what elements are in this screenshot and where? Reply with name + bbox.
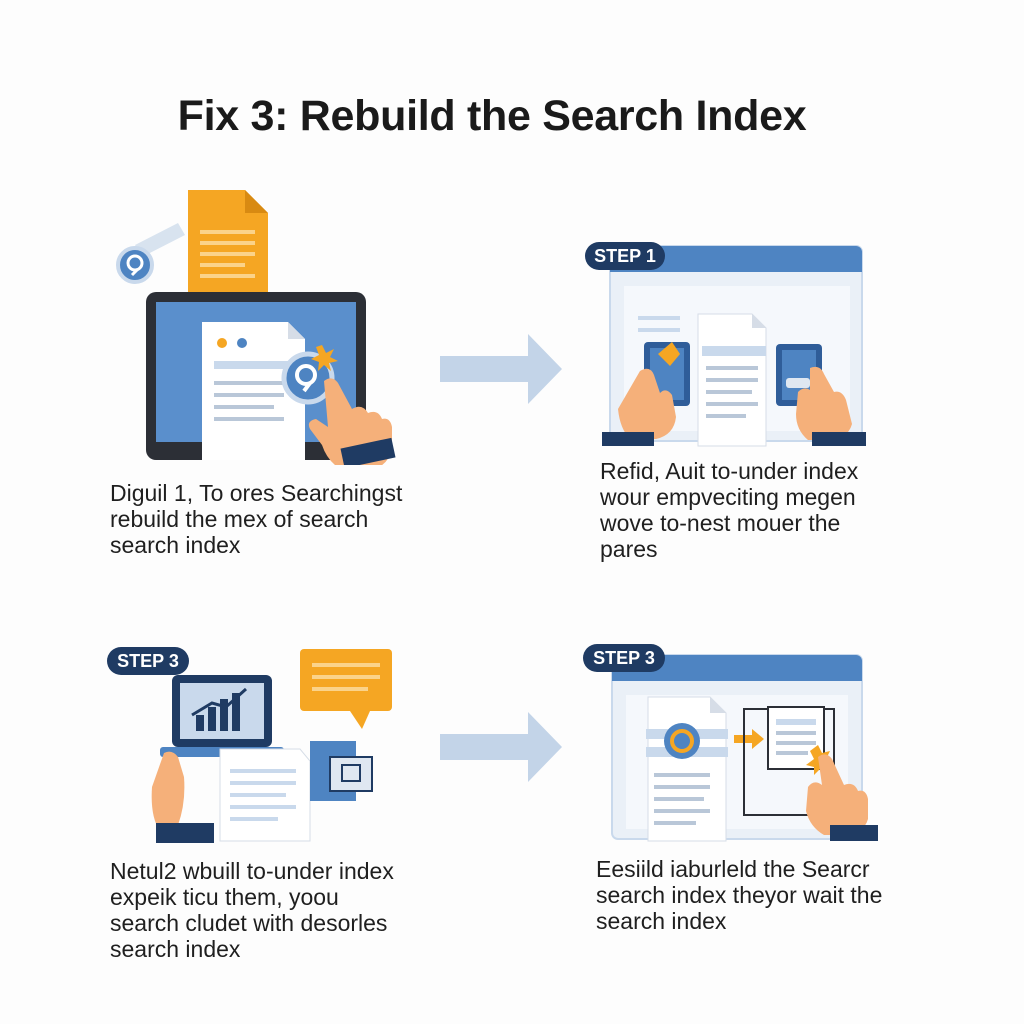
caption-line: pares bbox=[600, 536, 658, 562]
pointing-hand-icon bbox=[308, 378, 396, 465]
caption-line: wour empveciting megen bbox=[600, 484, 856, 510]
index-window-illustration bbox=[611, 654, 878, 842]
caption-line: Refid, Auit to-under index bbox=[600, 458, 859, 484]
step-badge: STEP 3 bbox=[107, 647, 189, 675]
document-icon bbox=[219, 748, 311, 842]
caption-line: wove to-nest mouer the bbox=[600, 510, 841, 536]
step-bottom-left-caption: Netul2 wbuill to-under index expeik ticu… bbox=[110, 858, 394, 962]
step-badge: STEP 3 bbox=[583, 644, 665, 672]
orange-document-icon bbox=[188, 190, 268, 300]
caption-line: search index bbox=[110, 936, 241, 962]
web-page-icon bbox=[202, 322, 305, 460]
monitor-search-illustration bbox=[116, 190, 396, 465]
step-badge: STEP 1 bbox=[585, 242, 665, 270]
caption-line: search index bbox=[110, 532, 241, 558]
intro-caption: Diguil 1, To ores Searchingst rebuild th… bbox=[110, 480, 402, 558]
left-hand-icon bbox=[602, 368, 676, 446]
chat-bubble-icon bbox=[300, 649, 392, 729]
caption-line: expeik ticu them, yoou bbox=[110, 884, 339, 910]
step-bottom-right-caption: Eesiild iaburleld the Searcr search inde… bbox=[596, 856, 882, 934]
step-label: STEP 3 bbox=[593, 648, 655, 668]
pointing-hand-icon bbox=[806, 754, 878, 841]
holding-hand-icon bbox=[151, 751, 214, 843]
folder-icon bbox=[310, 741, 373, 801]
step-top-right-caption: Refid, Auit to-under index wour empvecit… bbox=[600, 458, 858, 562]
laptop-chart-illustration bbox=[151, 649, 392, 843]
caption-line: Eesiild iaburleld the Searcr bbox=[596, 856, 870, 882]
caption-line: rebuild the mex of search bbox=[110, 506, 369, 532]
arrow-right-icon bbox=[440, 334, 562, 404]
step-label: STEP 1 bbox=[594, 246, 656, 266]
gear-icon bbox=[664, 723, 700, 759]
caption-line: search cludet with desorles bbox=[110, 910, 388, 936]
page-title: Fix 3: Rebuild the Search Index bbox=[177, 92, 807, 140]
caption-line: search index bbox=[596, 908, 727, 934]
right-hand-icon bbox=[796, 366, 866, 446]
caption-line: search index theyor wait the bbox=[596, 882, 883, 908]
caption-line: Netul2 wbuill to-under index bbox=[110, 858, 394, 884]
browser-window-illustration bbox=[602, 245, 866, 447]
arrow-right-icon bbox=[440, 712, 562, 782]
laptop-icon bbox=[160, 675, 284, 757]
search-badge-icon bbox=[116, 223, 185, 284]
caption-line: Diguil 1, To ores Searchingst bbox=[110, 480, 403, 506]
step-label: STEP 3 bbox=[117, 651, 179, 671]
search-button-icon bbox=[281, 345, 338, 405]
